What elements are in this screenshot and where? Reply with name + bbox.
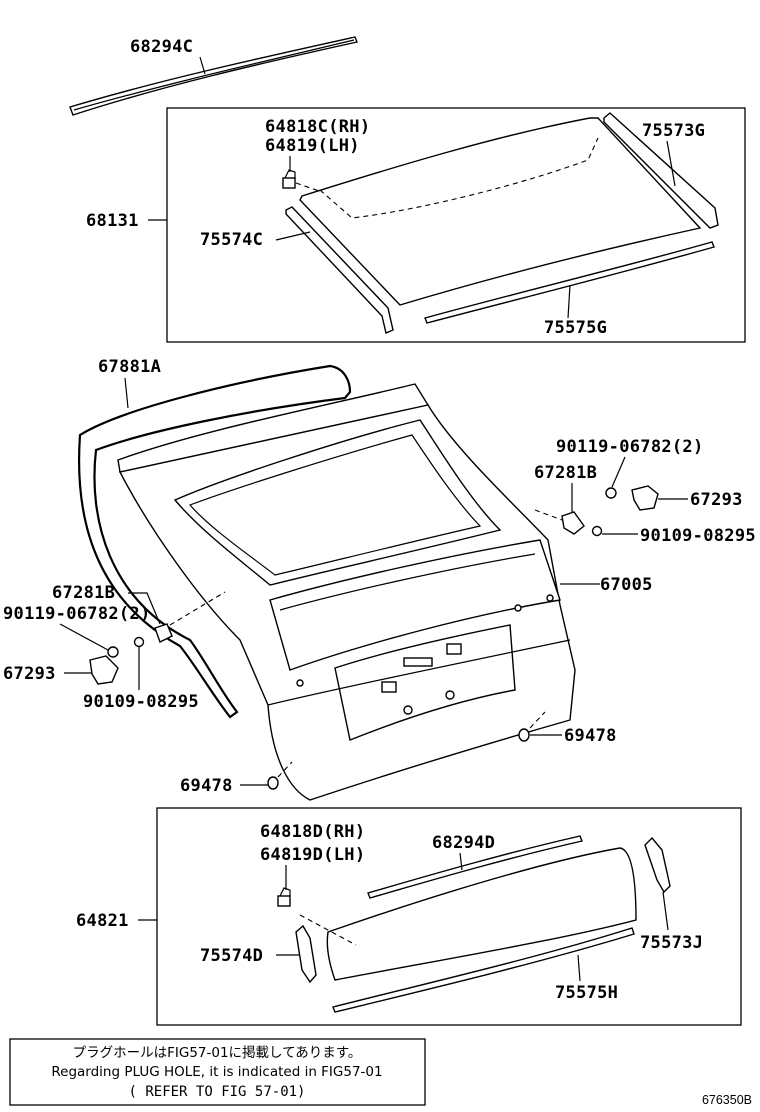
label-69478-right: 69478 [564,726,617,746]
leader-plug-right-dash [529,711,546,729]
label-75573j: 75573J [640,933,703,953]
bolt-90109-left [133,636,145,648]
label-67281b-right: 67281B [534,463,597,483]
label-75575h: 75575H [555,983,618,1003]
label-68131: 68131 [86,211,139,231]
weatherstrip-67881a [78,364,352,719]
label-68294c: 68294C [130,37,193,57]
leader-hinge-left-dash [169,591,226,626]
clip-64818c [282,169,296,189]
weatherstrip-75575g [424,241,715,324]
leader-90119-left [59,623,109,651]
label-90119-left: 90119-06782(2) [3,604,151,624]
leader-75574c [275,231,311,241]
bolt-90119-right [605,487,617,499]
clip-64818d [277,887,291,907]
leader-75573j [662,891,669,931]
hinge-67281b-right [561,511,585,535]
back-door-67005 [117,383,576,801]
label-64818c: 64818C(RH) [265,117,370,137]
leader-67881a [124,377,129,409]
label-64818d: 64818D(RH) [260,822,365,842]
weatherstrip-75574d [295,924,317,984]
label-75574d: 75574D [200,946,263,966]
bolt-90109-right [591,525,603,537]
moulding-68294c [69,36,358,116]
label-69478-left: 69478 [180,776,233,796]
leader-75575h [577,954,581,982]
label-67293-left: 67293 [3,664,56,684]
plug-69478-right [518,728,530,742]
label-67293-right: 67293 [690,490,743,510]
label-64819: 64819(LH) [265,136,360,156]
leader-75575g [567,284,571,319]
leader-hinge-right-dash [534,509,563,521]
label-67005: 67005 [600,575,653,595]
leader-67281b-left [128,592,161,625]
label-68294d: 68294D [432,833,495,853]
weatherstrip-75573j [644,836,671,894]
figure-id: 676350B [702,1093,752,1107]
note-line-japanese: プラグホールはFIG57-01に掲載してあります。 [73,1045,362,1061]
leader-68294c [199,56,206,75]
leader-90119-top [611,456,626,488]
label-90109-left: 90109-08295 [83,692,199,712]
label-75573g: 75573G [642,121,705,141]
label-64821: 64821 [76,911,129,931]
upper-glass-panel [299,117,702,306]
weatherstrip-75573g [603,112,719,229]
hinge-67281b-left [154,623,173,643]
label-90109-right: 90109-08295 [640,526,756,546]
leader-75573g [666,140,676,187]
hinge-67293-left [89,655,119,685]
label-75575g: 75575G [544,318,607,338]
label-67881a: 67881A [98,357,161,377]
note-box [9,1038,426,1106]
leader-clip-64818c [295,182,323,193]
leader-plug-left-dash [277,761,293,778]
lower-glass-panel [299,847,637,981]
group-box-68131 [166,107,746,343]
note-line-refer: ( REFER TO FIG 57-01) [128,1084,305,1100]
leader-68294d [459,852,463,871]
weatherstrip-75574c [285,206,394,334]
label-67281b-left: 67281B [52,583,115,603]
weatherstrip-75575h [332,927,635,1013]
bolt-90119-left [107,646,119,658]
group-box-64821 [156,807,742,1026]
label-64819d: 64819D(LH) [260,845,365,865]
hinge-67293-right [631,485,659,511]
moulding-68294d [367,835,583,899]
plug-69478-left [267,776,279,790]
label-75574c: 75574C [200,230,263,250]
label-90119-top: 90119-06782(2) [556,437,704,457]
note-line-english: Regarding PLUG HOLE, it is indicated in … [51,1064,382,1080]
